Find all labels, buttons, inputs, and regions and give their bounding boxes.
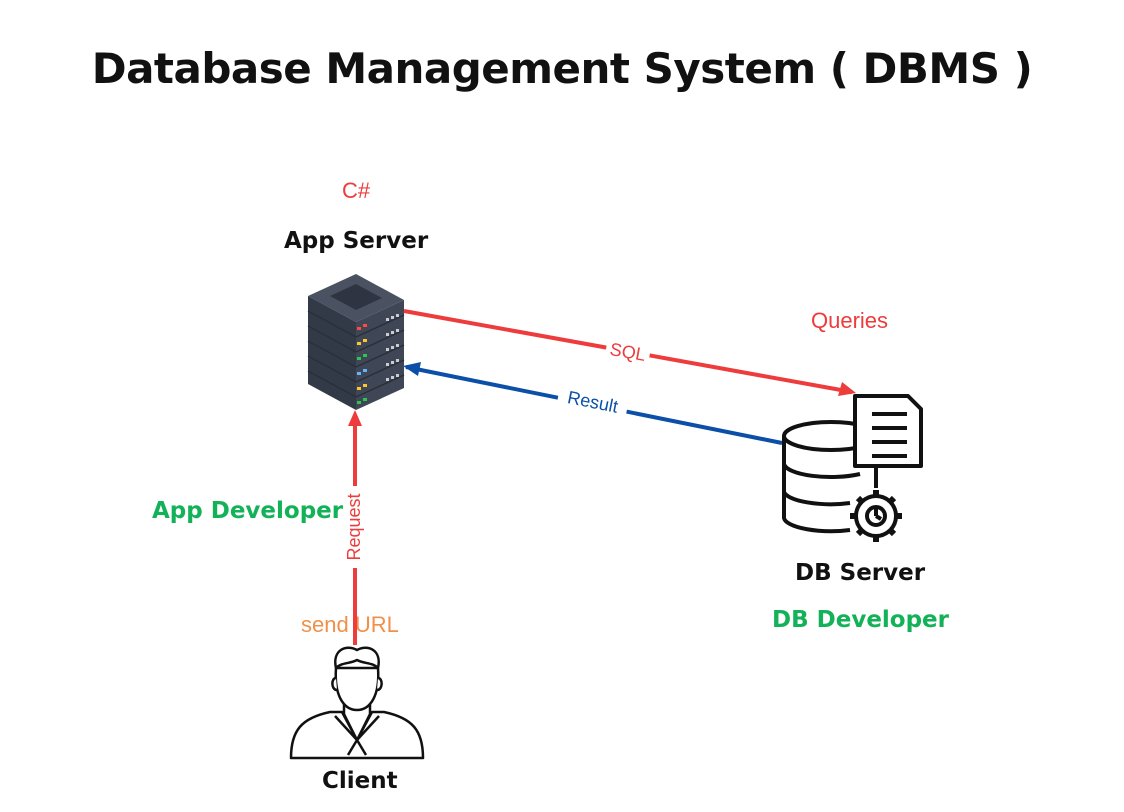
- app-server-language-label: C#: [342, 178, 371, 203]
- database-icon: [782, 394, 923, 534]
- db-developer-label: DB Developer: [772, 607, 950, 633]
- page-title: Database Management System ( DBMS ): [91, 44, 1033, 93]
- gear-icon: [850, 490, 902, 542]
- result-arrow-label: Result: [566, 387, 620, 417]
- request-arrow: [345, 410, 365, 645]
- client-label: Client: [322, 768, 398, 794]
- app-server-icon: [307, 274, 405, 410]
- db-server-label: DB Server: [795, 560, 926, 586]
- app-server-label: App Server: [284, 228, 429, 254]
- app-developer-label: App Developer: [152, 498, 344, 524]
- client-person-icon: [289, 646, 425, 760]
- sql-arrow: [403, 309, 856, 396]
- result-arrow: [403, 362, 783, 445]
- request-arrow-label: Request: [344, 493, 364, 560]
- send-url-label: send URL: [301, 612, 399, 637]
- queries-label: Queries: [811, 308, 889, 333]
